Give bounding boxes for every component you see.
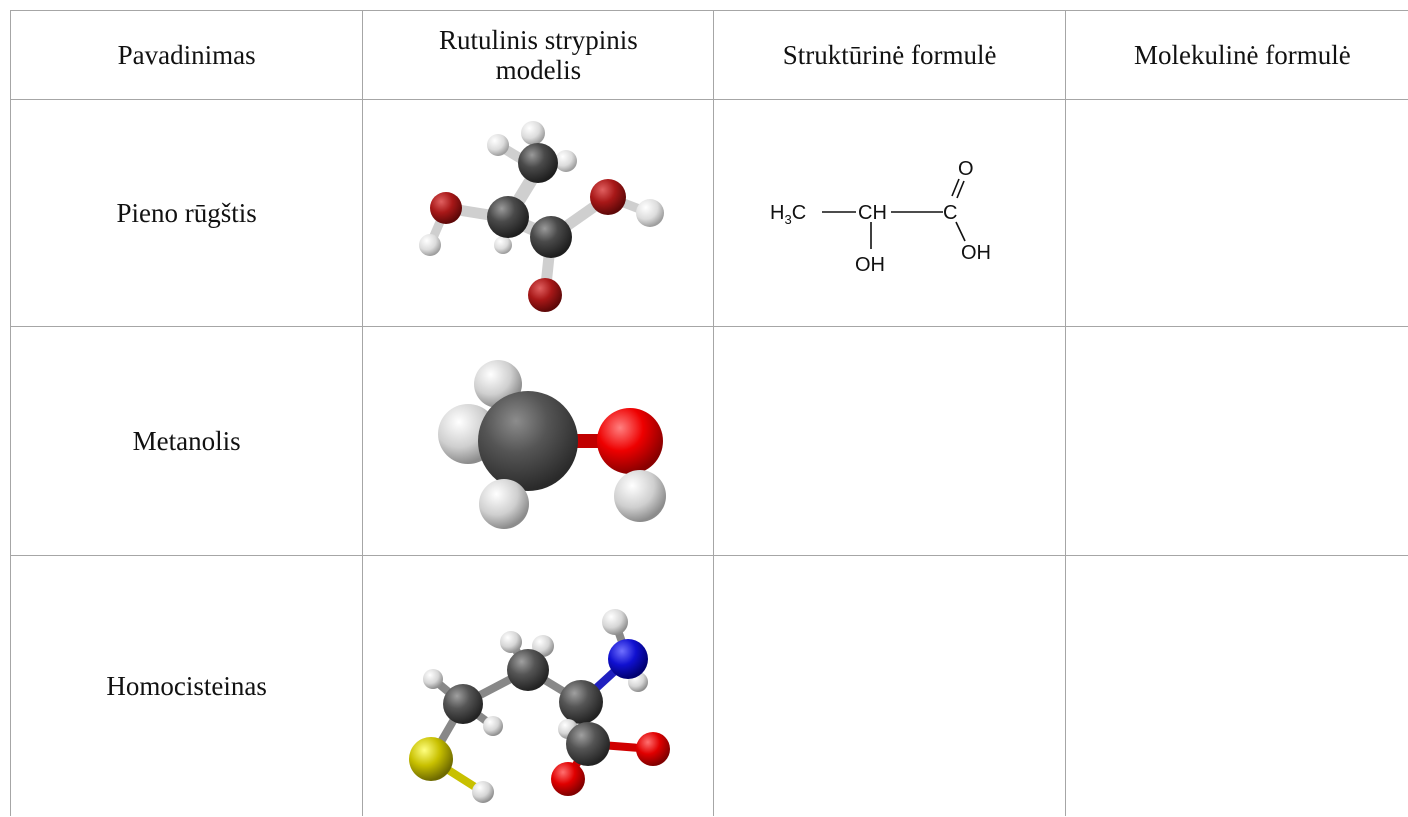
row-model-cell (362, 99, 715, 327)
svg-text:CH: CH (858, 202, 887, 224)
table-header-row: Pavadinimas Rutulinis strypinis modelis … (9, 10, 1408, 100)
row-model-cell (362, 555, 715, 816)
lactic-acid-structural-formula: H3C CH OH C O OH (770, 158, 991, 276)
row-name-cell: Homocisteinas (9, 555, 364, 816)
molecules-table: Pavadinimas Rutulinis strypinis modelis … (9, 10, 1408, 816)
table-row: Homocisteinas (9, 555, 1408, 816)
svg-text:OH: OH (855, 254, 885, 276)
row-name-cell: Pieno rūgštis (9, 99, 364, 327)
header-structural: Struktūrinė formulė (713, 10, 1066, 100)
svg-text:C: C (943, 202, 957, 224)
row-structural-cell: H3C CH OH C O OH (713, 99, 1066, 327)
svg-text:H3C: H3C (770, 202, 806, 227)
table-row: Metanolis (9, 326, 1408, 556)
header-model: Rutulinis strypinis modelis (362, 10, 715, 100)
header-molecular: Molekulinė formulė (1064, 10, 1408, 100)
row-model-cell (362, 326, 715, 556)
table-row: Pieno rūgštis (9, 99, 1408, 327)
header-name: Pavadinimas (9, 10, 364, 100)
row-molecular-cell (1064, 99, 1408, 327)
row-name-cell: Metanolis (9, 326, 364, 556)
svg-text:OH: OH (961, 242, 991, 264)
methanol-ball-stick-model (438, 360, 667, 529)
homocysteine-ball-stick-model (409, 609, 671, 803)
row-molecular-cell (1064, 326, 1408, 556)
lactic-acid-ball-stick-model (419, 121, 665, 312)
row-molecular-cell (1064, 555, 1408, 816)
row-structural-cell (713, 326, 1066, 556)
svg-text:O: O (958, 158, 974, 180)
row-structural-cell (713, 555, 1066, 816)
